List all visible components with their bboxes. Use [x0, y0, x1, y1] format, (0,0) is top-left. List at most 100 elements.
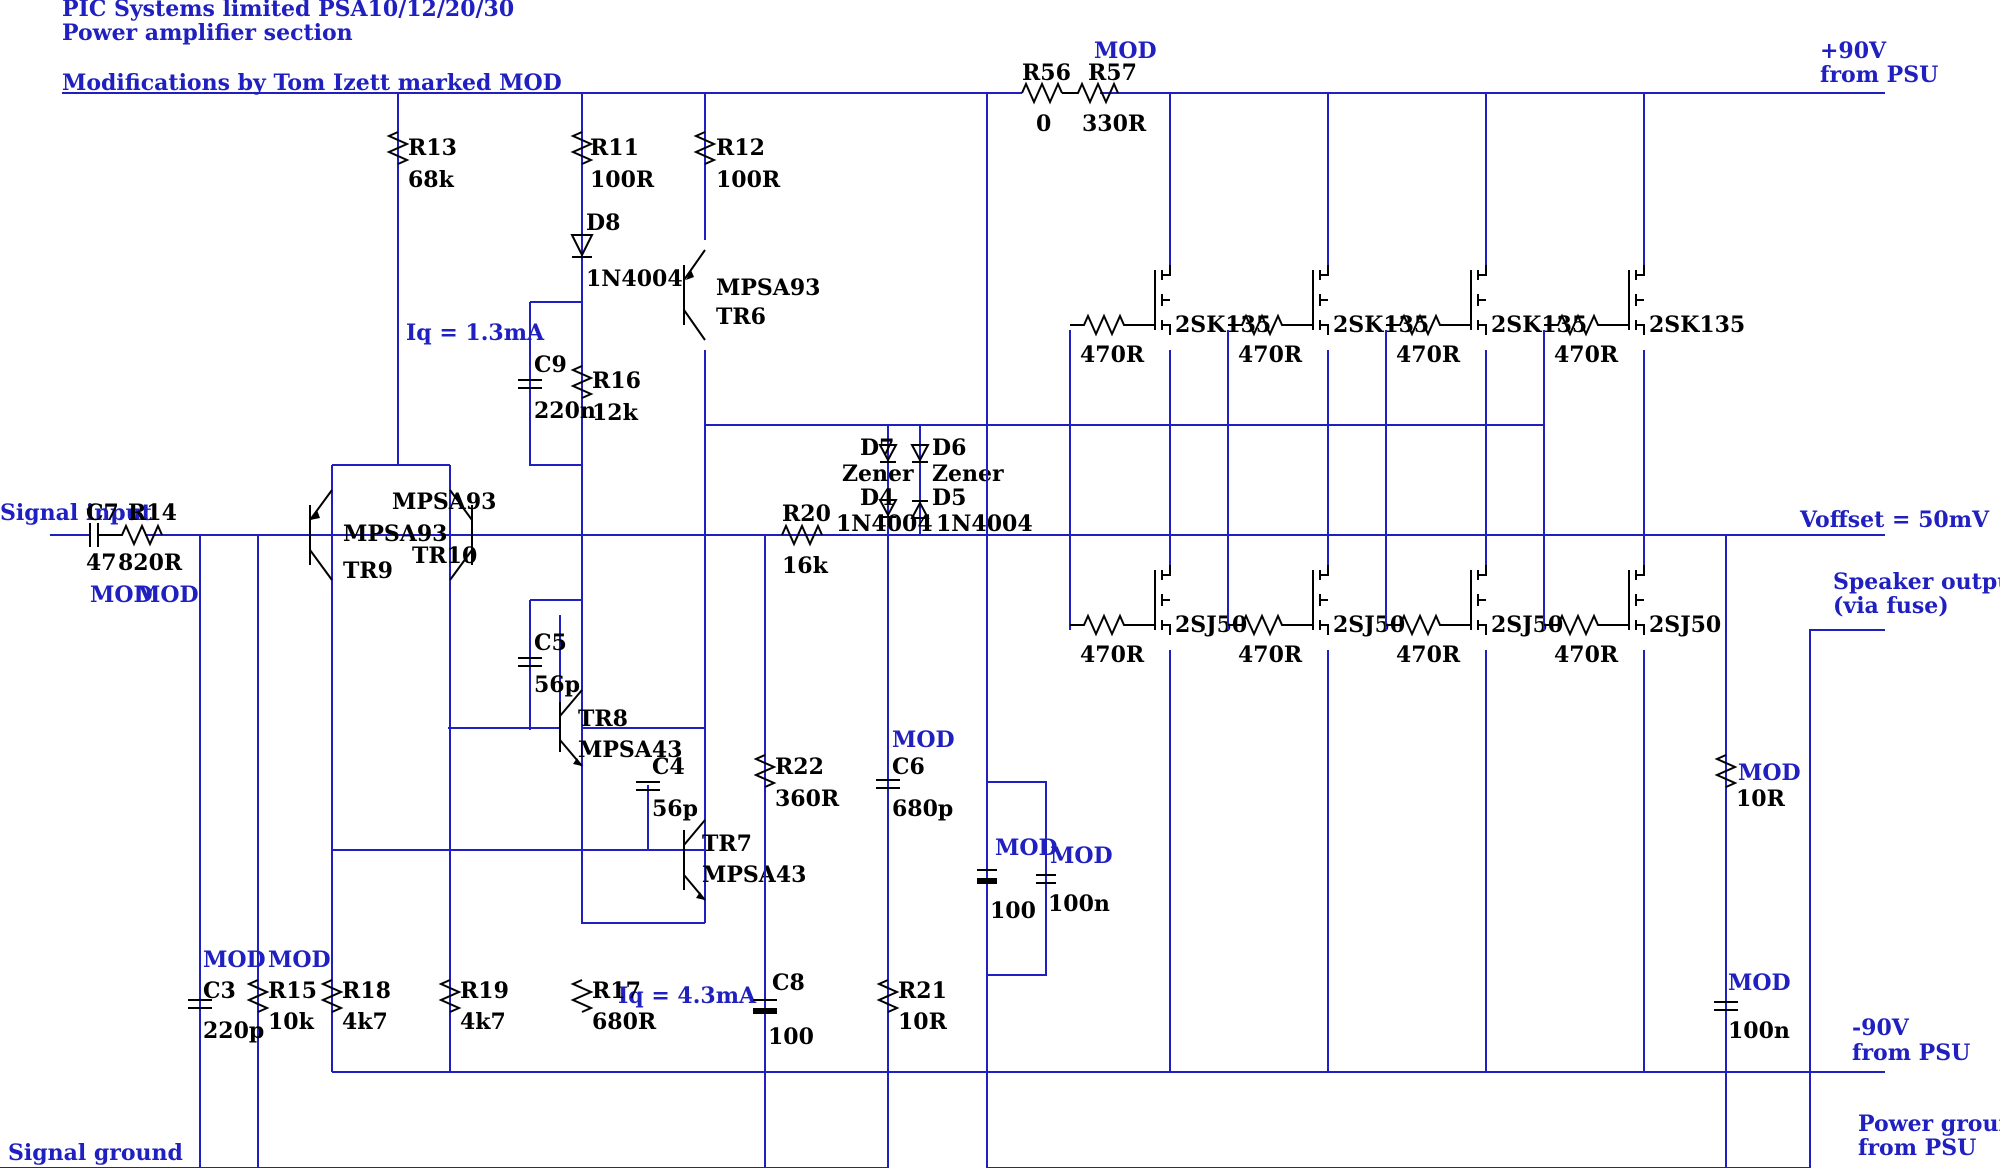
resistor-zobel: MOD 10R	[1714, 754, 1801, 812]
svg-text:470R: 470R	[1554, 342, 1619, 368]
svg-text:TR9: TR9	[343, 558, 393, 584]
svg-text:MPSA43: MPSA43	[702, 862, 806, 888]
diode-d5: D5 1N4004	[910, 485, 1033, 537]
diode-d8: D8 1N4004	[570, 210, 683, 292]
svg-text:R16: R16	[592, 368, 641, 394]
svg-text:R11: R11	[590, 135, 639, 161]
svg-text:4k7: 4k7	[342, 1009, 388, 1035]
resistor-r15: MOD R15 10k	[246, 947, 331, 1035]
speaker-output-label: Speaker output	[1833, 569, 2000, 595]
svg-text:C6: C6	[892, 754, 925, 780]
svg-text:2SK135: 2SK135	[1649, 312, 1745, 338]
capacitor-c9: C9 220n	[518, 352, 596, 424]
svg-text:470R: 470R	[1080, 642, 1145, 668]
svg-text:R20: R20	[782, 501, 831, 527]
svg-text:1N4004: 1N4004	[836, 511, 933, 537]
svg-text:MOD: MOD	[1738, 760, 1801, 786]
svg-text:TR10: TR10	[412, 543, 477, 569]
neg-rail-label: -90V	[1852, 1015, 1910, 1041]
svg-text:MOD: MOD	[892, 727, 955, 753]
svg-text:D8: D8	[586, 210, 620, 236]
svg-text:56p: 56p	[534, 672, 580, 698]
svg-text:C5: C5	[534, 630, 567, 656]
signal-input-label: Signal input	[0, 500, 153, 526]
svg-text:R13: R13	[408, 135, 457, 161]
svg-text:D7: D7	[860, 435, 894, 461]
svg-text:100: 100	[768, 1024, 814, 1050]
iq-annotation: Iq = 4.3mA	[618, 983, 757, 1009]
svg-text:R19: R19	[460, 978, 509, 1004]
svg-text:R56: R56	[1022, 60, 1071, 86]
diode-zener-d7: D7 Zener	[842, 435, 914, 487]
resistor-r20: R20 16k	[781, 501, 831, 579]
svg-text:470R: 470R	[1080, 342, 1145, 368]
resistor-r21: R21 10R	[876, 978, 948, 1035]
transistor-tr9: MPSA93 TR9	[309, 489, 447, 584]
diode-d4: D4 1N4004	[836, 485, 933, 537]
mosfet-2sk135: 2SK135 470R	[1544, 265, 1745, 368]
title-line-3: Modifications by Tom Izett marked MOD	[62, 70, 562, 96]
transistor-tr8: TR8 MPSA43	[559, 689, 682, 767]
svg-text:68k: 68k	[408, 167, 455, 193]
capacitor-c7: C7 47	[86, 500, 119, 576]
svg-text:470R: 470R	[1396, 642, 1461, 668]
svg-text:Zener: Zener	[842, 461, 914, 487]
capacitor-c6: MOD C6 680p	[876, 727, 955, 822]
svg-text:360R: 360R	[775, 786, 840, 812]
svg-text:100n: 100n	[1728, 1018, 1790, 1044]
svg-text:100R: 100R	[716, 167, 781, 193]
resistor-r12: R12 100R	[693, 131, 781, 193]
svg-text:MPSA93: MPSA93	[392, 489, 496, 515]
transistor-tr10: MPSA93 TR10	[392, 489, 496, 581]
power-ground-label: Power ground	[1858, 1111, 2000, 1137]
svg-text:220n: 220n	[534, 398, 596, 424]
svg-text:820R: 820R	[118, 550, 183, 576]
svg-text:TR6: TR6	[716, 304, 766, 330]
svg-text:D4: D4	[860, 485, 894, 511]
svg-text:100: 100	[990, 898, 1036, 924]
transistor-tr6: MPSA93 TR6	[683, 249, 820, 341]
svg-text:2SK135: 2SK135	[1491, 312, 1587, 338]
neg-rail-from: from PSU	[1852, 1040, 1970, 1066]
capacitor-c4: C4 56p	[636, 754, 698, 822]
svg-text:2SJ50: 2SJ50	[1649, 612, 1721, 638]
resistor-r56: R56 0	[1021, 60, 1071, 137]
svg-text:R22: R22	[775, 754, 824, 780]
svg-text:100R: 100R	[590, 167, 655, 193]
svg-text:2SK135: 2SK135	[1333, 312, 1429, 338]
mod-label: MOD	[136, 582, 199, 608]
speaker-fuse-label: (via fuse)	[1833, 593, 1949, 619]
title-line-2: Power amplifier section	[62, 20, 353, 46]
svg-text:R12: R12	[716, 135, 765, 161]
power-ground-line	[987, 629, 1885, 1168]
svg-text:R14: R14	[128, 500, 177, 526]
svg-text:R17: R17	[592, 978, 641, 1004]
svg-text:56p: 56p	[652, 796, 698, 822]
svg-text:MOD: MOD	[268, 947, 331, 973]
resistor-r13: R13 68k	[386, 131, 457, 193]
iq-annotation: Iq = 1.3mA	[406, 320, 545, 346]
svg-text:47: 47	[86, 550, 117, 576]
svg-text:12k: 12k	[592, 400, 639, 426]
svg-text:100n: 100n	[1048, 891, 1110, 917]
resistor-r19: R19 4k7	[438, 978, 509, 1035]
power-ground-from: from PSU	[1858, 1135, 1976, 1161]
svg-text:16k: 16k	[782, 553, 829, 579]
svg-text:680R: 680R	[592, 1009, 657, 1035]
diode-zener-d6: D6 Zener	[910, 435, 1004, 487]
svg-text:TR8: TR8	[578, 706, 628, 732]
capacitor-mod-film: MOD 100n	[1036, 843, 1113, 917]
resistor-r16: R16 12k	[570, 365, 641, 426]
output-stage: 2SK135470R2SJ50470R2SK135470R2SJ50470R2S…	[705, 93, 1745, 1072]
svg-text:MPSA93: MPSA93	[716, 275, 820, 301]
svg-text:D5: D5	[932, 485, 966, 511]
svg-text:C9: C9	[534, 352, 567, 378]
svg-text:1N4004: 1N4004	[586, 266, 683, 292]
svg-text:470R: 470R	[1238, 642, 1303, 668]
svg-text:0: 0	[1036, 111, 1051, 137]
svg-text:TR7: TR7	[702, 831, 752, 857]
